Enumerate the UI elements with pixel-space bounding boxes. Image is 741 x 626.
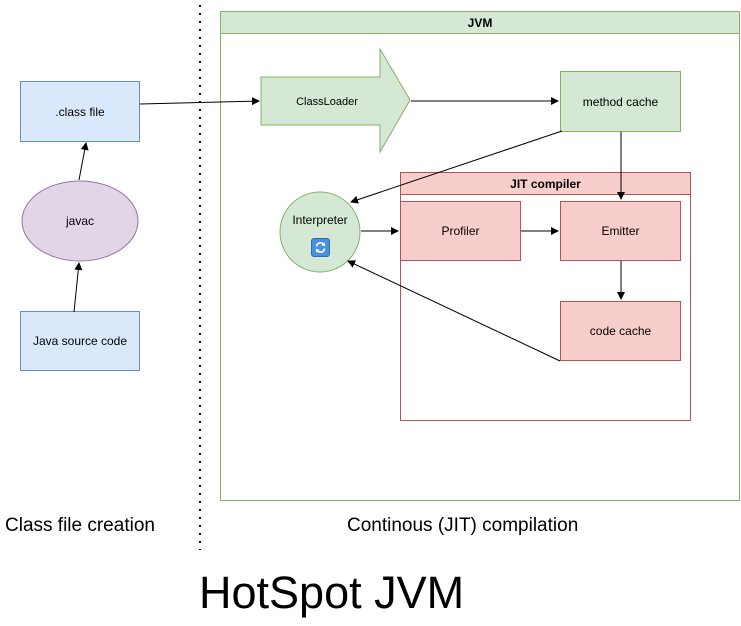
edge-method-cache-to-interpreter [350, 130, 563, 204]
javac-node: javac [22, 181, 138, 261]
jvm-header: JVM [221, 12, 739, 34]
class-file-box: .class file [20, 81, 140, 142]
javac-ellipse [21, 180, 139, 262]
jit-compilation-caption: Continous (JIT) compilation [347, 515, 579, 536]
code-cache-label: code cache [589, 324, 652, 338]
edge-class-file-to-classloader [139, 97, 260, 106]
jit-compiler-title: JIT compiler [510, 176, 581, 191]
edge-source-to-javac [73, 262, 83, 313]
method-cache-label: method cache [582, 94, 659, 109]
jit-compiler-header: JIT compiler [401, 173, 690, 195]
edge-javac-to-class-file [78, 142, 89, 181]
jvm-title: JVM [467, 15, 493, 30]
code-cache-box: code cache [560, 301, 681, 361]
classloader-arrow-shape [260, 47, 411, 154]
class-file-creation-caption: Class file creation [5, 515, 155, 536]
refresh-icon [311, 238, 330, 257]
interpreter-label: Interpreter [292, 213, 348, 227]
edge-code-cache-to-interpreter [347, 260, 561, 362]
class-file-label: .class file [55, 104, 105, 119]
emitter-label: Emitter [601, 224, 640, 238]
profiler-box: Profiler [400, 201, 521, 261]
profiler-label: Profiler [441, 224, 480, 238]
method-cache-box: method cache [560, 71, 681, 132]
classloader-label: ClassLoader [296, 96, 358, 108]
java-source-box: Java source code [20, 311, 140, 371]
emitter-box: Emitter [560, 201, 681, 261]
classloader-node: ClassLoader [268, 92, 386, 112]
interpreter-circle [279, 191, 361, 273]
javac-label: javac [65, 214, 94, 228]
diagram-title: HotSpot JVM [199, 567, 465, 618]
interpreter-node: Interpreter [282, 213, 358, 235]
java-source-label: Java source code [32, 334, 128, 348]
